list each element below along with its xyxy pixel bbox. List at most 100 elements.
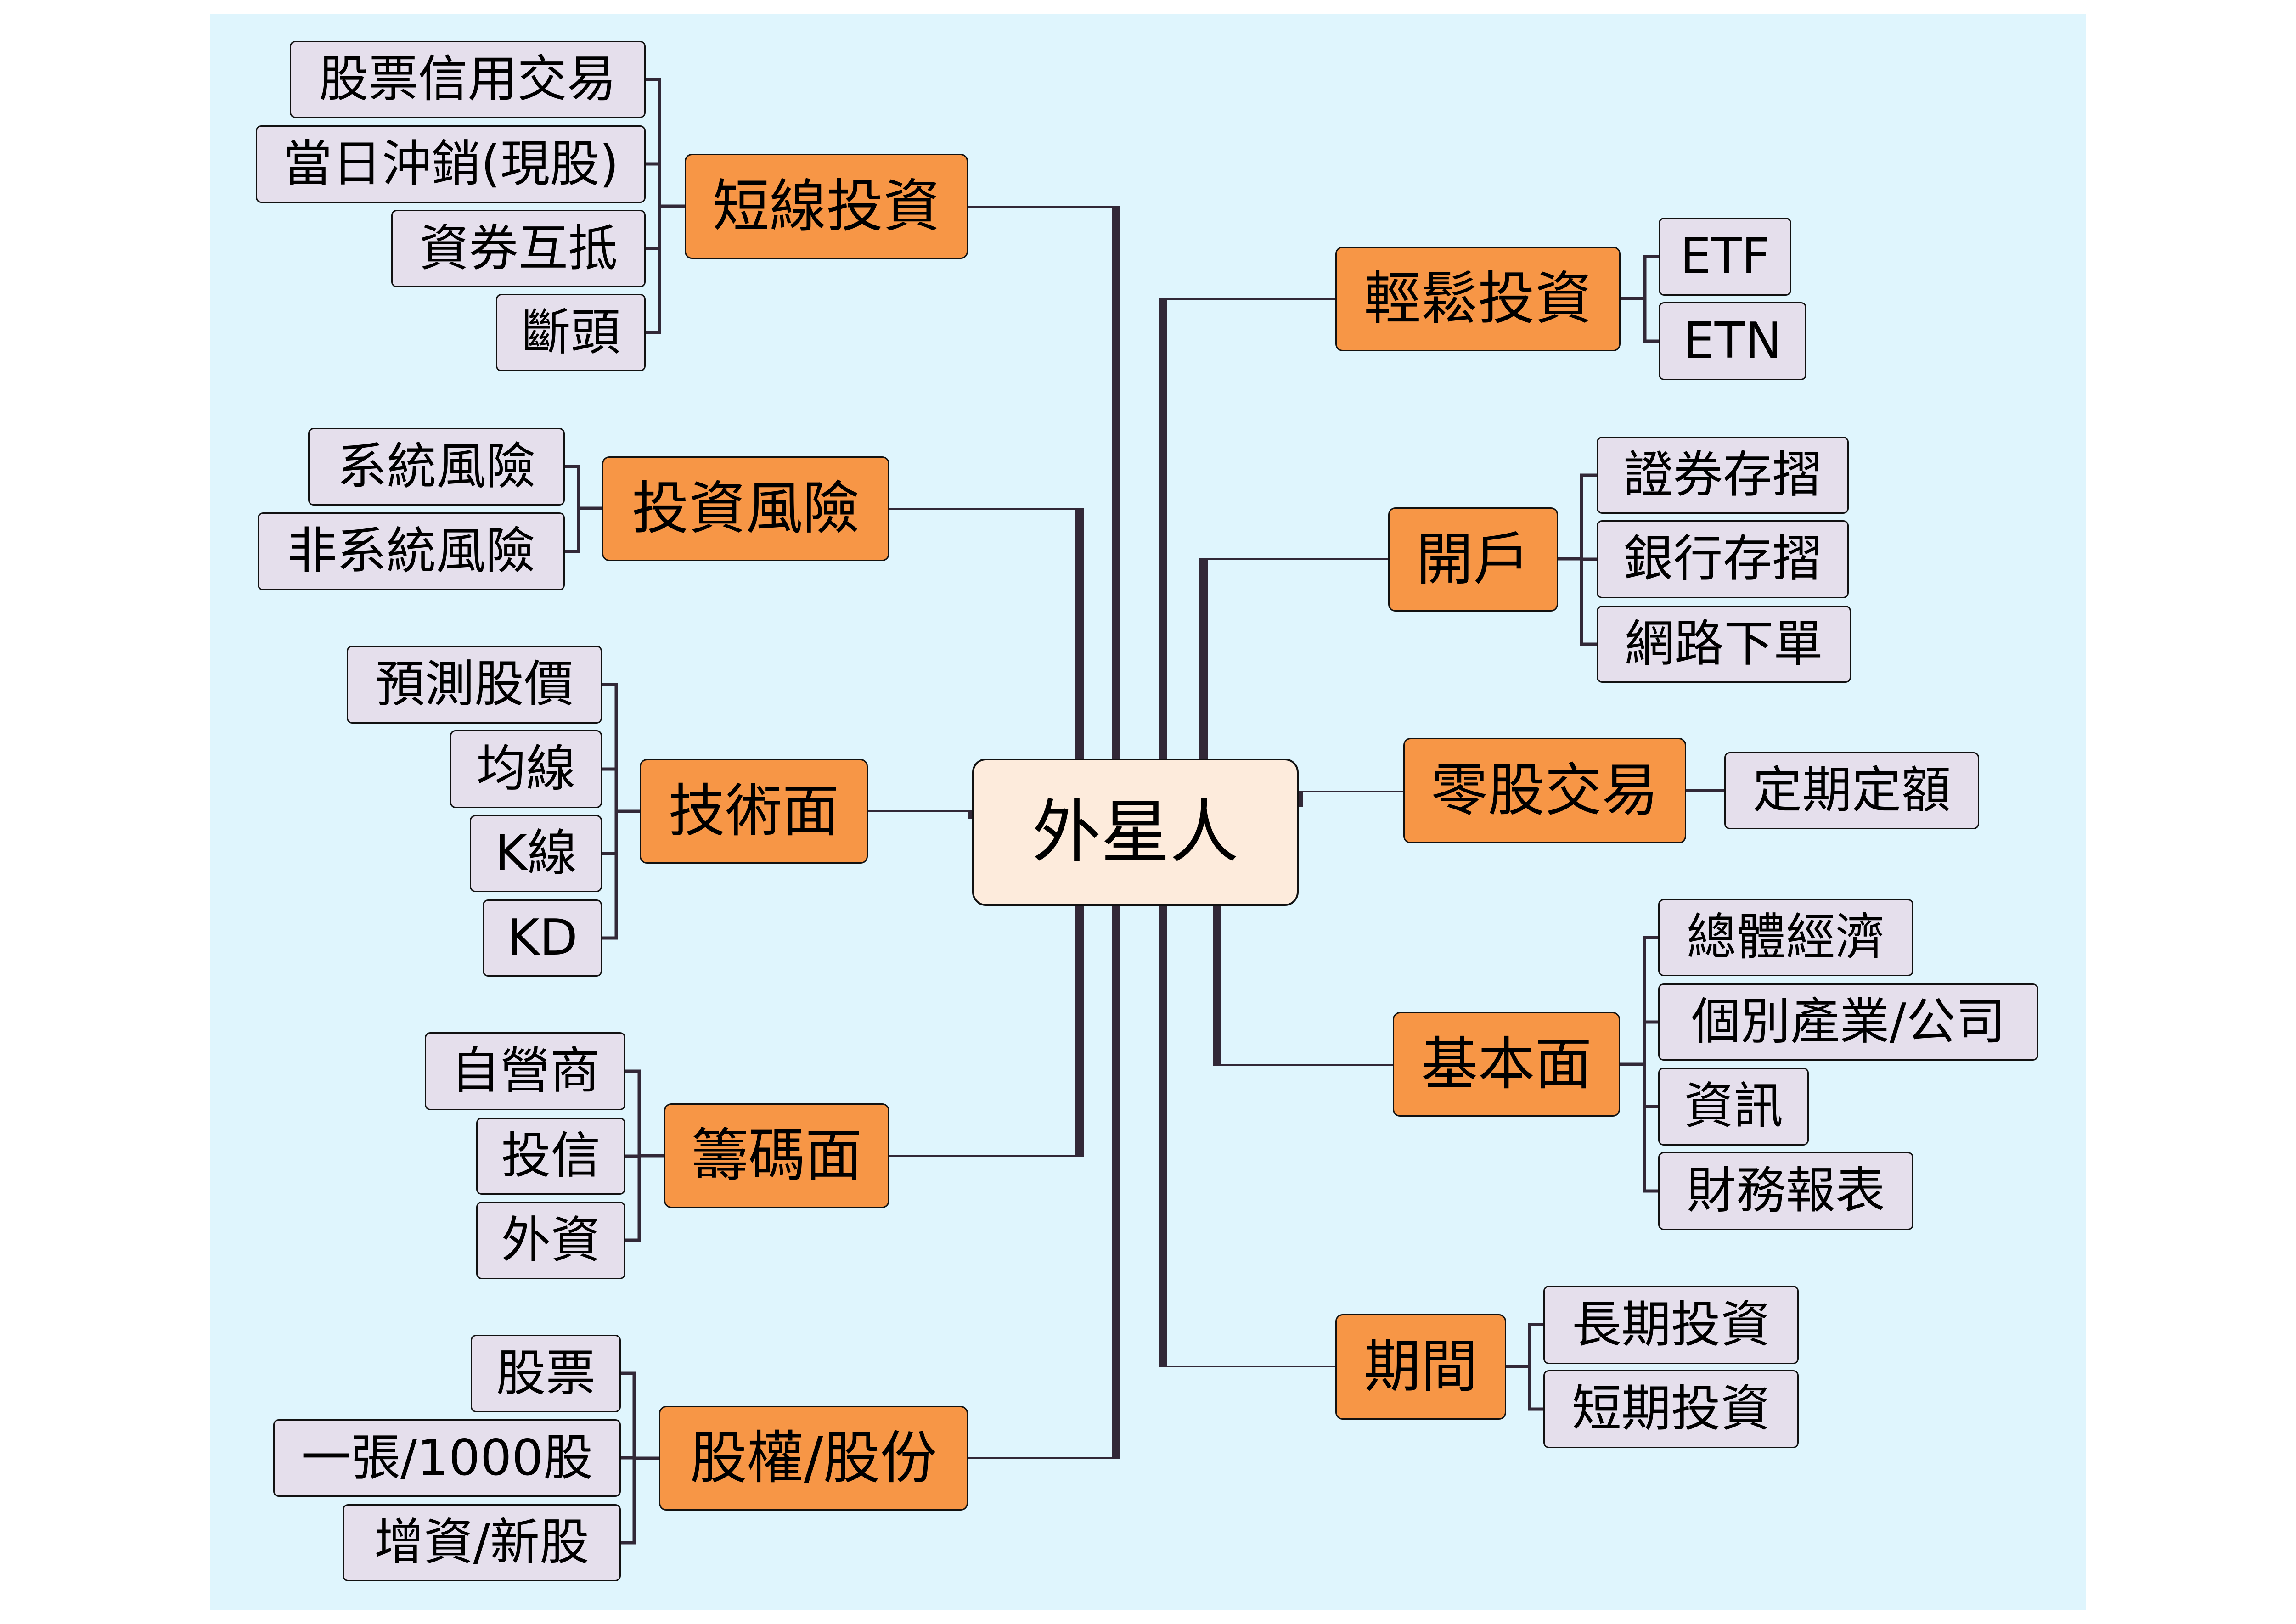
- topic-label: 籌碼面: [691, 1123, 862, 1189]
- subtopic-label: 股票信用交易: [319, 51, 617, 108]
- bracket-parent-stub: [1621, 297, 1645, 300]
- subtopic-node: 增資/新股: [343, 1504, 621, 1581]
- connector-technical-stub: [968, 810, 972, 819]
- bracket-stub: [1643, 1189, 1658, 1193]
- connector-odd-lot-stub: [1299, 791, 1303, 807]
- subtopic-node: 總體經濟: [1658, 899, 1913, 976]
- bracket-chips: [625, 1069, 664, 1242]
- bracket-stub: [565, 465, 580, 468]
- connector-technical-h: [868, 810, 972, 812]
- connector-risk-h: [889, 508, 1084, 510]
- connector-chips-h: [889, 1155, 1084, 1157]
- subtopic-label: 一張/1000股: [301, 1429, 593, 1487]
- connector-risk-v: [1075, 508, 1084, 759]
- connector-easy-h: [1159, 298, 1335, 300]
- bracket-stub: [1580, 557, 1597, 561]
- topic-easy-investing: 輕鬆投資: [1335, 247, 1621, 351]
- subtopic-label: 銀行存摺: [1623, 530, 1822, 588]
- subtopic-node: ETN: [1659, 302, 1806, 380]
- subtopic-node: 自營商: [425, 1032, 625, 1110]
- bracket-stub: [1643, 1020, 1658, 1024]
- subtopic-label: KD: [507, 909, 578, 967]
- subtopic-label: 資券互抵: [419, 219, 618, 277]
- subtopic-node: 均線: [450, 730, 602, 808]
- bracket-stub: [602, 852, 618, 855]
- connector-period-h: [1159, 1366, 1335, 1367]
- bracket-parent-stub: [1506, 1365, 1530, 1368]
- bracket-stub: [602, 936, 618, 940]
- subtopic-node: KD: [483, 899, 602, 977]
- connector-account-h: [1199, 558, 1388, 560]
- connector-equity-h: [968, 1457, 1120, 1459]
- topic-open-account: 開戶: [1388, 507, 1558, 612]
- connector-fundamental-v: [1213, 905, 1221, 1066]
- bracket-fundamental: [1620, 936, 1658, 1193]
- topic-odd-lot-trading: 零股交易: [1403, 738, 1686, 843]
- topic-period: 期間: [1335, 1314, 1506, 1420]
- subtopic-label: 非系統風險: [287, 523, 535, 580]
- bracket-parent-stub: [1686, 789, 1724, 792]
- bracket-easy: [1621, 255, 1659, 343]
- subtopic-node: 資券互抵: [391, 210, 646, 287]
- subtopic-node: 短期投資: [1543, 1370, 1799, 1448]
- subtopic-node: 投信: [476, 1118, 625, 1195]
- subtopic-node: 預測股價: [347, 646, 602, 724]
- subtopic-label: 證券存摺: [1623, 446, 1822, 504]
- central-topic: 外星人: [972, 759, 1299, 906]
- subtopic-node: 銀行存摺: [1597, 520, 1849, 598]
- bracket-odd-lot: [1686, 789, 1724, 792]
- subtopic-node: ETF: [1659, 218, 1791, 296]
- topic-label: 技術面: [668, 778, 839, 844]
- topic-label: 基本面: [1421, 1031, 1592, 1097]
- topic-label: 開戶: [1416, 526, 1530, 593]
- connector-easy-v: [1159, 298, 1167, 759]
- subtopic-label: 長期投資: [1571, 1296, 1770, 1354]
- subtopic-label: 外資: [501, 1211, 601, 1269]
- bracket-stub: [1580, 473, 1597, 477]
- connector-period-v: [1159, 905, 1167, 1367]
- bracket-stub: [1528, 1407, 1543, 1411]
- topic-short-term-investing: 短線投資: [685, 154, 968, 259]
- subtopic-node: 證券存摺: [1597, 437, 1849, 514]
- subtopic-label: 財務報表: [1686, 1162, 1885, 1219]
- subtopic-node: 系統風險: [308, 428, 565, 506]
- bracket-stub: [1643, 936, 1658, 939]
- connector-equity-v: [1112, 905, 1120, 1459]
- bracket-stub: [1643, 255, 1659, 258]
- subtopic-label: 斷頭: [521, 303, 620, 361]
- subtopic-label: 總體經濟: [1686, 909, 1885, 966]
- bracket-stub: [621, 1371, 636, 1375]
- subtopic-label: 網路下單: [1624, 615, 1823, 673]
- bracket-parent-stub: [1620, 1062, 1644, 1066]
- topic-label: 短線投資: [712, 173, 940, 240]
- subtopic-label: 系統風險: [337, 438, 536, 495]
- subtopic-label: 增資/新股: [374, 1514, 590, 1571]
- bracket-stub: [625, 1238, 641, 1242]
- bracket-parent-stub: [634, 1456, 659, 1460]
- bracket-stub: [646, 78, 661, 81]
- bracket-stub: [646, 162, 661, 166]
- subtopic-label: 短期投資: [1571, 1380, 1770, 1438]
- subtopic-label: ETN: [1683, 312, 1782, 370]
- connector-short-term-v: [1112, 206, 1120, 759]
- bracket-stub: [646, 331, 661, 334]
- subtopic-label: K線: [495, 825, 577, 882]
- topic-fundamental: 基本面: [1393, 1012, 1620, 1117]
- topic-investment-risk: 投資風險: [602, 456, 889, 561]
- subtopic-label: 投信: [501, 1127, 601, 1185]
- bracket-short-term: [646, 78, 685, 334]
- subtopic-label: 自營商: [450, 1042, 600, 1100]
- subtopic-label: 資訊: [1683, 1078, 1783, 1135]
- connector-chips-v: [1075, 905, 1084, 1157]
- topic-label: 輕鬆投資: [1364, 266, 1592, 332]
- topic-chips: 籌碼面: [664, 1103, 889, 1208]
- topic-label: 投資風險: [631, 476, 860, 542]
- bracket-technical: [602, 683, 640, 940]
- subtopic-node: 長期投資: [1543, 1286, 1799, 1364]
- central-topic-label: 外星人: [1032, 792, 1239, 872]
- subtopic-node: 財務報表: [1658, 1152, 1913, 1230]
- bracket-stub: [565, 550, 580, 553]
- subtopic-label: 個別產業/公司: [1691, 993, 2006, 1051]
- subtopic-label: 定期定額: [1752, 762, 1951, 819]
- subtopic-node: 斷頭: [496, 294, 646, 371]
